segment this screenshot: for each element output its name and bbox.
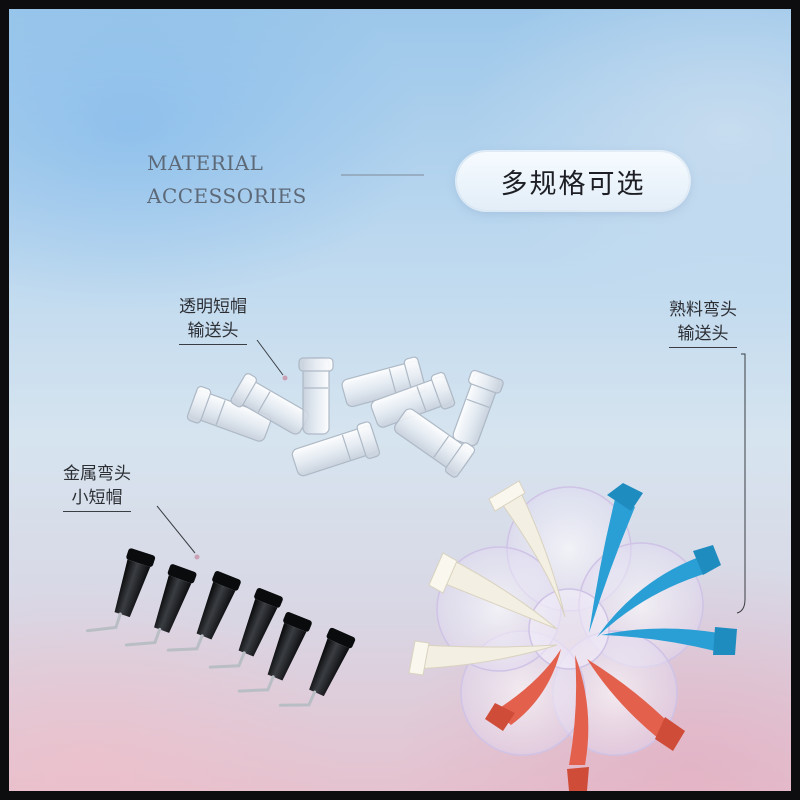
heading-line-1: MATERIAL [147,151,264,175]
flower-tray [436,486,704,756]
product-illustration [86,356,737,791]
plastic-bent-label: 熟料弯头 输送头 [669,298,737,348]
clear-cap-label-line-1: 透明短帽 [179,297,247,317]
metal-bent-cap [208,587,283,669]
red-tip [587,659,685,751]
plastic-bent-label-line-1: 熟料弯头 [669,300,737,320]
metal-bent-cap [124,564,197,647]
cream-tip [408,640,558,676]
metal-bent-label: 金属弯头 小短帽 [63,462,131,512]
plastic-bent-label-line-2: 输送头 [669,322,737,348]
metal-bent-cap [166,570,241,652]
metal-bent-label-line-2: 小短帽 [63,486,131,512]
multi-spec-badge-text: 多规格可选 [500,168,646,200]
clear-cap [452,369,504,447]
clear-cap [393,408,476,478]
metal-bent-label-line-1: 金属弯头 [63,464,131,484]
clear-cap [341,356,426,408]
metal-bent-cap [237,611,312,693]
heading-line-2: ACCESSORIES [147,184,307,208]
metal-bent-caps-group [86,548,356,707]
cream-tip [428,552,558,630]
plastic-bent-tips-group [408,480,737,791]
metal-bent-cap [278,627,356,707]
clear-cap [291,421,381,477]
red-tip [567,655,589,791]
blue-tip [597,545,721,637]
blue-tip [601,627,737,655]
clear-cap-label-line-2: 输送头 [179,319,247,345]
clear-caps-group [186,356,504,478]
blue-tip [589,483,643,633]
section-heading: MATERIAL ACCESSORIES [147,147,307,213]
clear-cap [230,373,309,435]
clear-cap-label: 透明短帽 输送头 [179,295,247,345]
red-tip [485,649,561,731]
clear-cap [298,357,334,435]
cream-tip [488,480,566,618]
multi-spec-badge: 多规格可选 [457,152,689,210]
metal-bent-cap [86,548,156,633]
